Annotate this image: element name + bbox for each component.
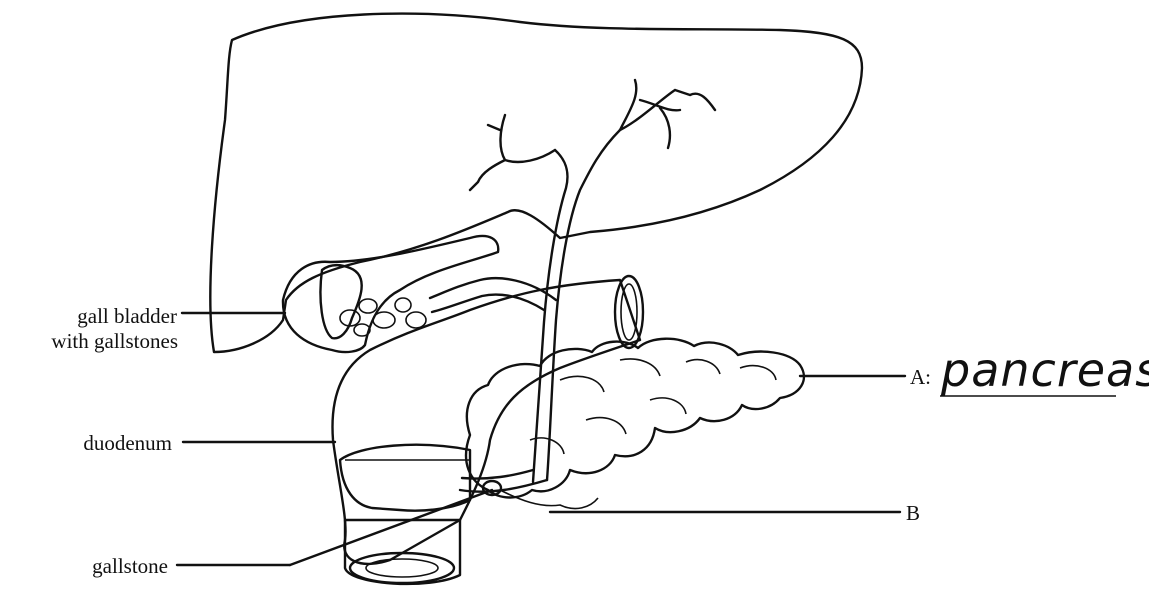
- gall-bladder: [283, 236, 498, 352]
- liver: [210, 14, 862, 352]
- label-duodenum: duodenum: [83, 431, 172, 455]
- label-a-prefix: A:: [910, 365, 931, 389]
- label-b: B: [906, 501, 920, 525]
- duodenum-shape: [332, 276, 643, 584]
- label-gall-bladder-line1: gall bladder: [77, 304, 177, 328]
- pancreas: [466, 339, 804, 509]
- label-gallstone: gallstone: [92, 554, 168, 578]
- bile-ducts: [430, 80, 715, 492]
- handwritten-answer-a: pancreas: [940, 343, 1149, 397]
- label-gall-bladder-line2: with gallstones: [51, 329, 178, 353]
